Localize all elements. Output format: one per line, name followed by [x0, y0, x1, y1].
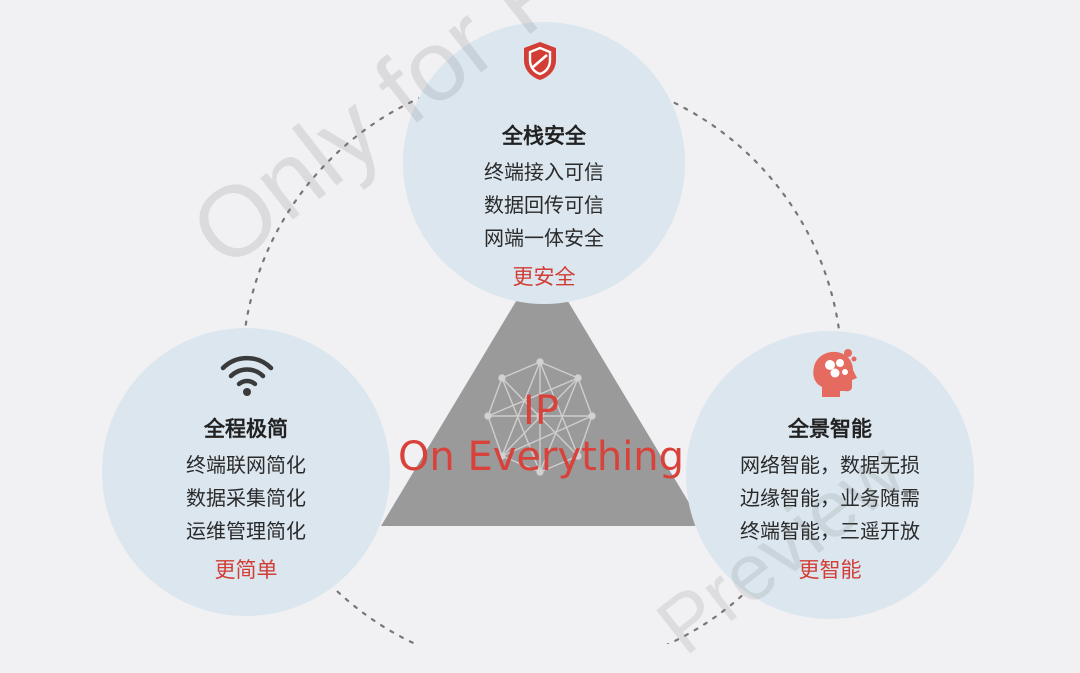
node-line: 数据采集简化 — [186, 486, 306, 510]
node-title: 全程极简 — [204, 417, 288, 441]
diagram-stage: IP On Everything 全栈安全 终端接入可信 数据回传可信 网端一体… — [102, 0, 974, 671]
center-triangle — [381, 258, 703, 526]
node-title: 全景智能 — [788, 417, 872, 441]
node-line: 网端一体安全 — [484, 226, 604, 250]
node-full-process-simplicity: 全程极简 终端联网简化 数据采集简化 运维管理简化 更简单 — [102, 328, 390, 616]
network-mesh-icon — [484, 358, 596, 476]
node-line: 数据回传可信 — [484, 193, 604, 217]
node-line: 终端接入可信 — [484, 160, 604, 184]
center-title: IP On Everything — [385, 388, 697, 480]
node-full-stack-security: 全栈安全 终端接入可信 数据回传可信 网端一体安全 更安全 — [403, 22, 685, 304]
node-line: 终端联网简化 — [186, 453, 306, 477]
node-line: 终端智能，三遥开放 — [740, 519, 920, 543]
node-title: 全栈安全 — [502, 124, 586, 148]
node-tag: 更简单 — [214, 558, 278, 582]
node-line: 运维管理简化 — [186, 519, 306, 543]
node-line: 网络智能，数据无损 — [740, 453, 920, 477]
wifi-icon — [220, 355, 274, 396]
node-tag: 更安全 — [512, 265, 576, 289]
center-title-line1: IP — [523, 388, 559, 434]
node-tag: 更智能 — [798, 558, 862, 582]
node-line: 边缘智能，业务随需 — [740, 486, 920, 510]
center-title-line2: On Everything — [397, 434, 685, 480]
shield-icon — [524, 42, 556, 80]
node-panoramic-intelligence: 全景智能 网络智能，数据无损 边缘智能，业务随需 终端智能，三遥开放 更智能 — [686, 331, 974, 619]
brain-head-icon — [813, 349, 857, 397]
